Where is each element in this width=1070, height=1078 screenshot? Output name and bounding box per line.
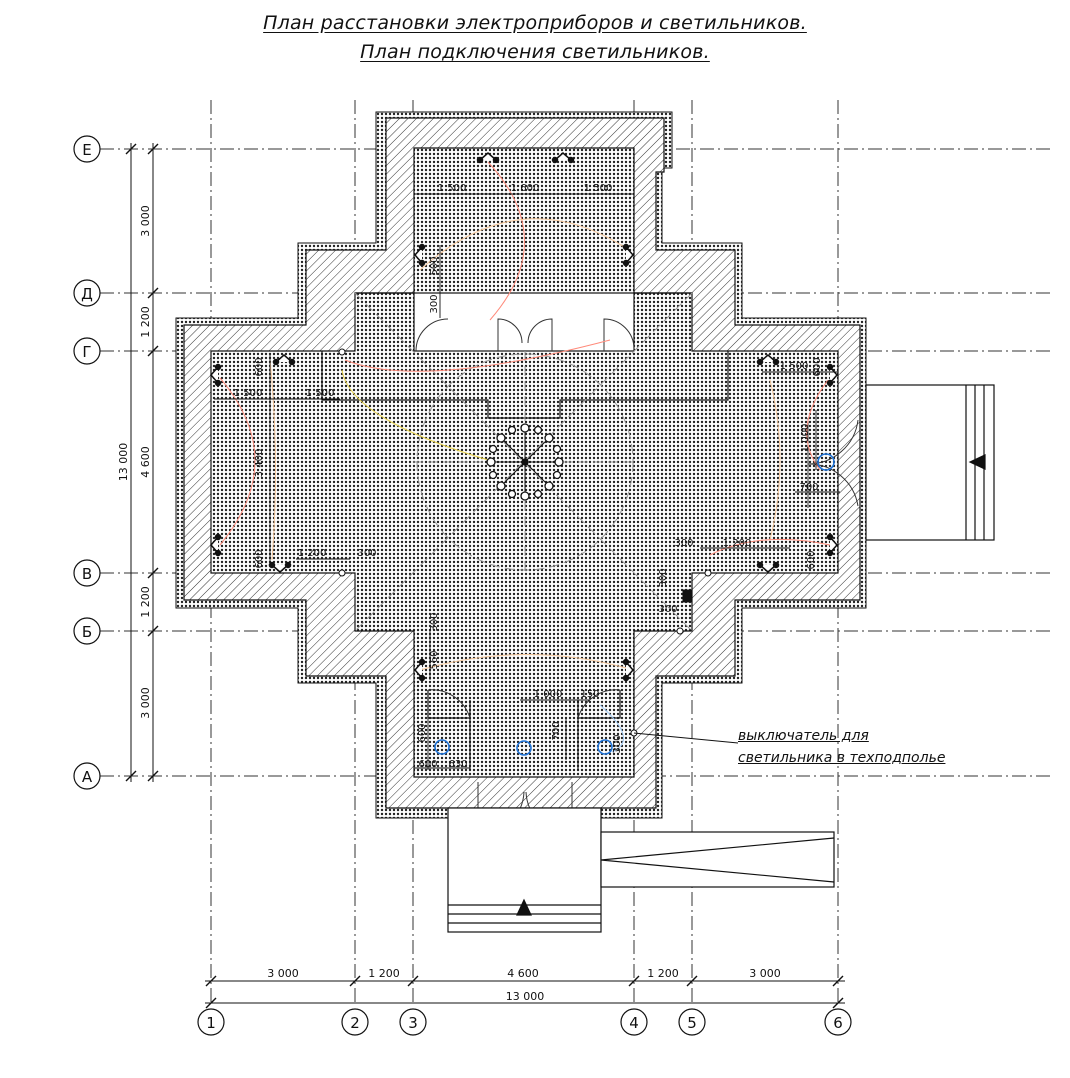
dim-int-4: 300 [429, 294, 440, 313]
grid-col-1: 1 [206, 1014, 216, 1032]
dim-int-16: 300 [674, 538, 693, 549]
wall-lamps [210, 152, 838, 682]
plan-title-line-2: План подключения светильников. [360, 41, 710, 63]
dim-left-1: 3 000 [139, 205, 152, 237]
dim-left-5: 3 000 [139, 687, 152, 719]
dim-int-8: 3 400 [254, 449, 265, 478]
dim-int-5: 600 [254, 357, 265, 376]
dim-bottom-5: 3 000 [749, 967, 781, 980]
dim-int-0: 1 500 [438, 183, 467, 194]
switch-callout-line-2: светильника в техподполье [738, 750, 946, 766]
grid-col-2: 2 [350, 1014, 360, 1032]
dim-int-23: 1 000 [534, 689, 563, 700]
dim-bottom-3: 4 600 [507, 967, 539, 980]
dim-int-6: 1 500 [234, 388, 263, 399]
grid-row-e: Е [82, 141, 91, 159]
dim-int-3: 500 [429, 256, 440, 275]
dim-int-27: 600 [418, 759, 437, 770]
dim-int-25: 700 [551, 721, 562, 740]
dim-int-28: 630 [448, 759, 467, 770]
dimension-lines [125, 143, 845, 1009]
grid-row-d: Д [81, 285, 93, 303]
plan-title-line-1: План расстановки электроприборов и свети… [263, 12, 807, 34]
dim-int-26: 600 [417, 723, 428, 742]
dim-left-total: 13 000 [117, 443, 130, 482]
dim-int-17: 1 200 [723, 538, 752, 549]
chandelier [486, 423, 564, 501]
interior-dimension-lines [214, 193, 840, 770]
grid-row-b: Б [82, 623, 92, 641]
grid-row-a: А [82, 768, 93, 786]
dim-int-10: 1 200 [298, 548, 327, 559]
dim-int-12: 1 500 [780, 361, 809, 372]
grid-row-g: Г [82, 343, 91, 361]
dim-left-2: 1 200 [139, 306, 152, 338]
dim-bottom-4: 1 200 [647, 967, 679, 980]
dim-int-20: 300 [658, 604, 677, 615]
dim-int-22: 560 [429, 650, 440, 669]
switch-callout-line-1: выключатель для [738, 728, 869, 744]
dim-int-18: 600 [806, 550, 817, 569]
dim-left-3: 4 600 [139, 446, 152, 478]
grid-col-5: 5 [687, 1014, 697, 1032]
dim-int-15: 700 [799, 482, 818, 493]
dim-int-2: 1 500 [584, 183, 613, 194]
dim-int-7: 1 500 [306, 388, 335, 399]
dim-int-29: 300 [612, 734, 623, 753]
callout-leader [633, 732, 739, 744]
dim-bottom-total: 13 000 [506, 990, 545, 1003]
grid-bubbles [73, 135, 852, 1036]
dim-int-21: 300 [429, 612, 440, 631]
basement-ramp [600, 831, 835, 888]
grid-col-6: 6 [833, 1014, 843, 1032]
entry-porch-bottom [447, 807, 602, 933]
hatched-walls [183, 117, 861, 809]
dim-bottom-1: 3 000 [267, 967, 299, 980]
dim-int-13: 600 [812, 357, 823, 376]
grid-col-3: 3 [408, 1014, 418, 1032]
ceiling-lights-blue [434, 453, 835, 756]
dim-int-14: 1 000 [800, 424, 811, 453]
grid-row-v: В [82, 565, 92, 583]
grid-col-4: 4 [629, 1014, 639, 1032]
interior-partitions [321, 292, 729, 770]
dim-int-1: 1 600 [511, 183, 540, 194]
dim-int-11: 300 [357, 548, 376, 559]
dim-int-24: 150 [580, 689, 599, 700]
wiring-lines [219, 161, 831, 753]
dim-left-4: 1 200 [139, 586, 152, 618]
dim-int-9: 600 [254, 549, 265, 568]
dim-bottom-2: 1 200 [368, 967, 400, 980]
dim-int-19: 300 [658, 568, 669, 587]
entry-porch-right [865, 384, 995, 541]
